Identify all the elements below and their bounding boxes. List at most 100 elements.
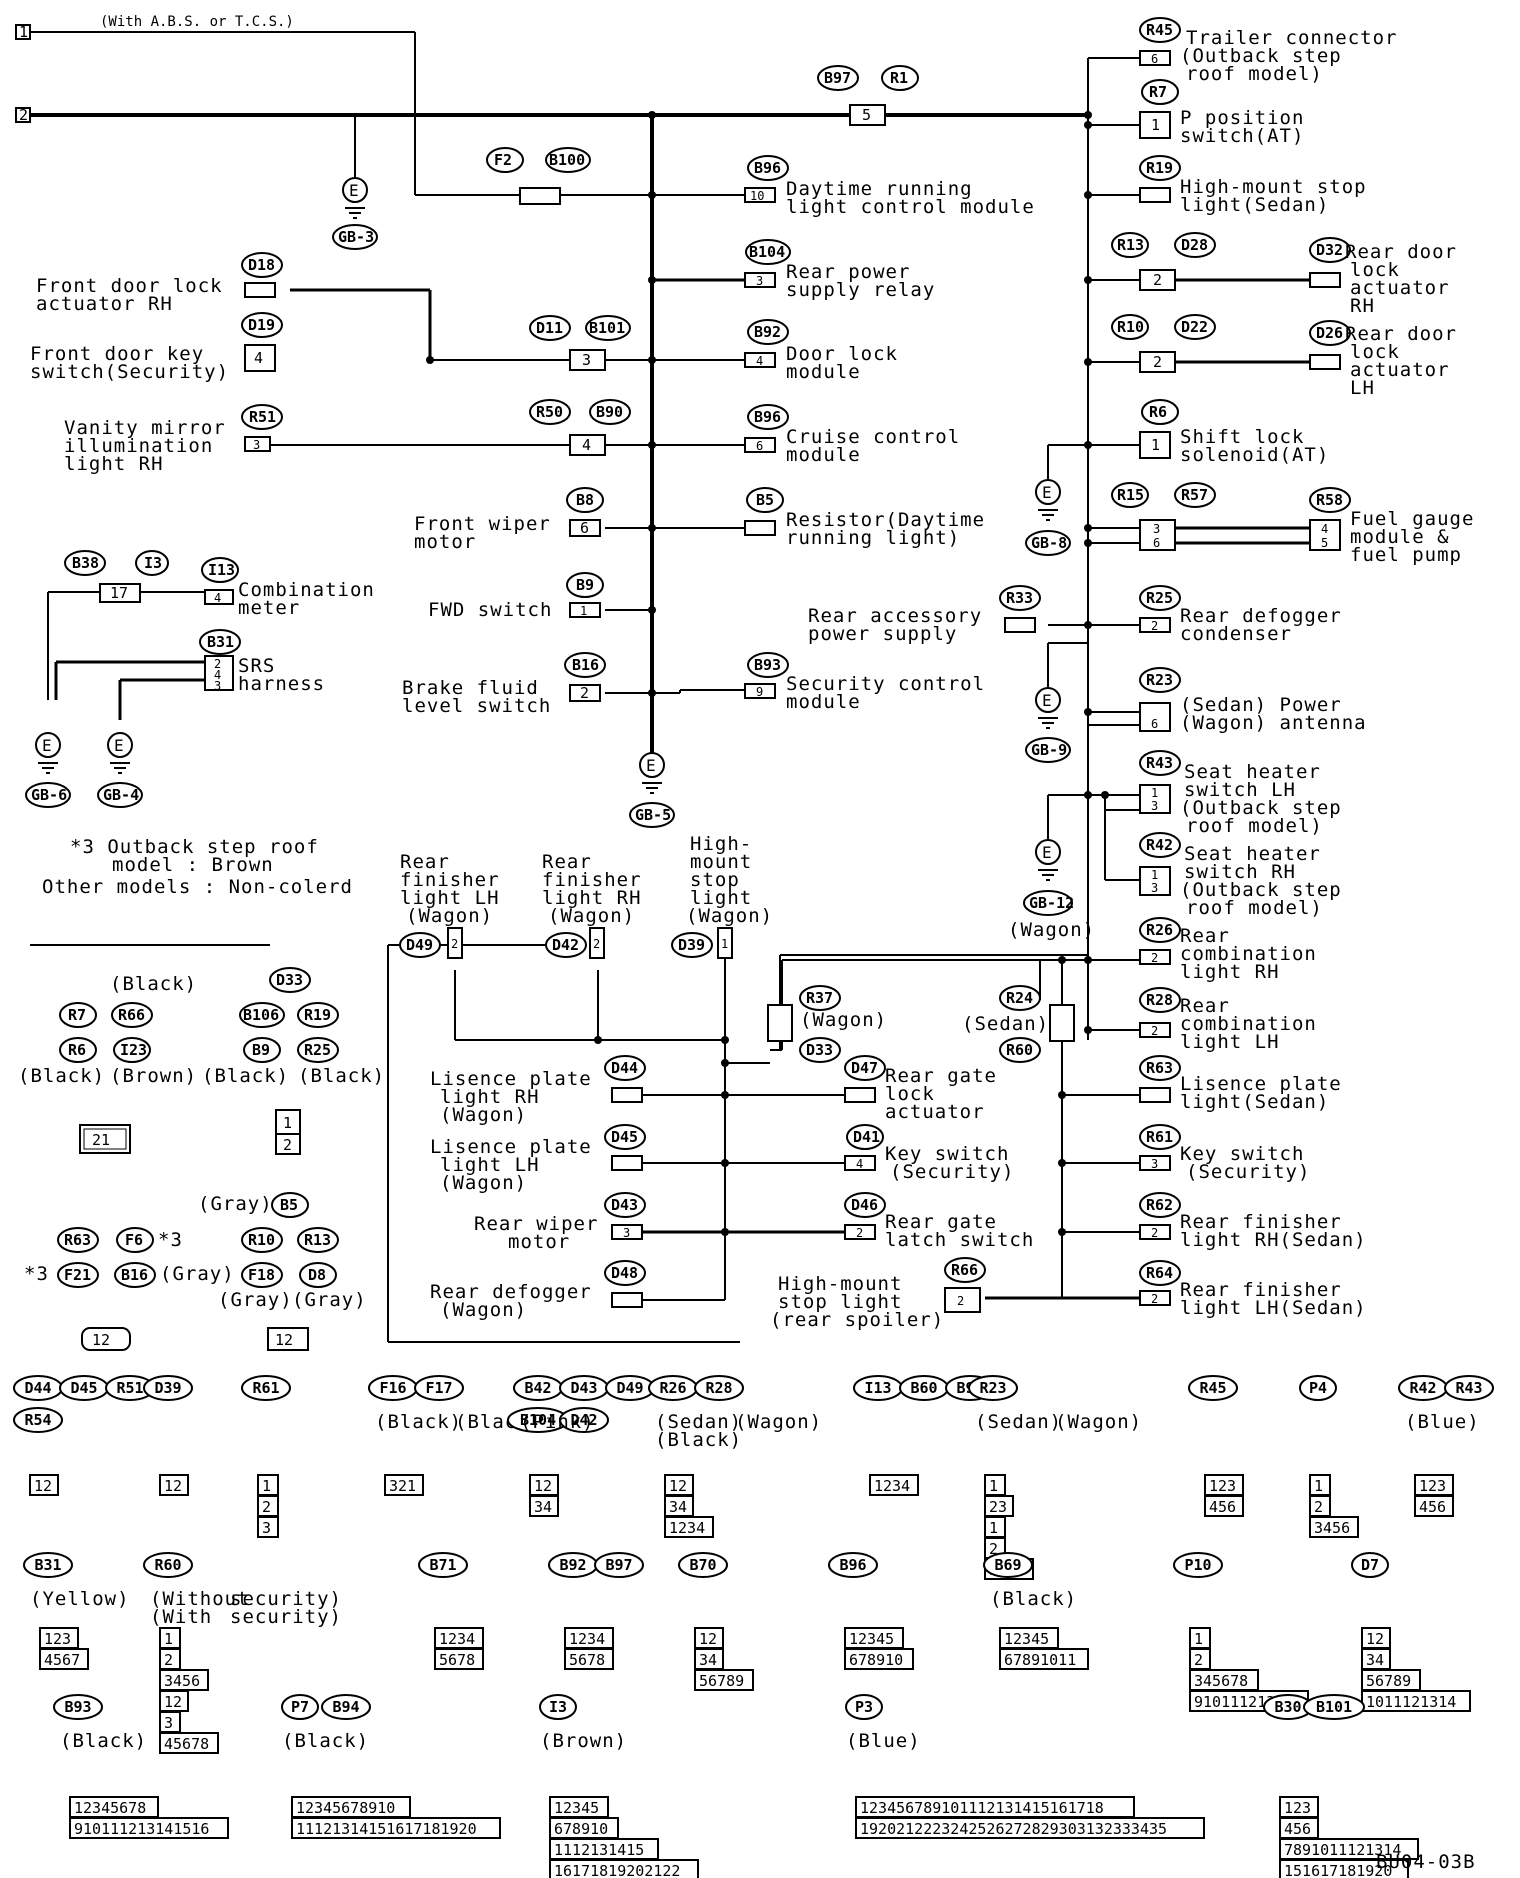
component-d42: D42 2 Rear finisher light RH (Wagon) (542, 851, 641, 959)
component-d26: D26 Rear door lock actuator LH (1309, 320, 1457, 399)
svg-text:B97: B97 (824, 69, 851, 87)
connector-pins: 2 (989, 1540, 998, 1558)
connector-tag: R42 (1410, 1379, 1437, 1397)
svg-text:Lisence plate: Lisence plate (430, 1136, 592, 1158)
svg-text:Rear door: Rear door (1345, 323, 1457, 345)
svg-text:*3: *3 (24, 1263, 49, 1285)
svg-text:R50: R50 (536, 403, 563, 421)
svg-text:6: 6 (1153, 536, 1160, 550)
divider (30, 944, 740, 1343)
svg-text:Rear: Rear (1180, 925, 1230, 947)
connector-tag: R51 (117, 1379, 144, 1397)
svg-text:light RH: light RH (440, 1086, 540, 1108)
svg-text:light RH: light RH (64, 453, 164, 475)
connector-group-2: (Gray) B5 R63 F6 *3 R10 R13 *3 F21 B16 (… (24, 1192, 366, 1351)
connector-pins: 16171819202122 (554, 1862, 680, 1878)
rail-2-label: 2 (19, 106, 28, 124)
connector-pins: 7891011121314 (1284, 1841, 1401, 1859)
svg-text:D8: D8 (308, 1266, 326, 1284)
connector-color: (With (150, 1606, 212, 1628)
connector-pins: 12 (534, 1477, 552, 1495)
svg-text:2: 2 (957, 1294, 964, 1308)
connector-b97-r1: B97 R1 5 (817, 65, 919, 126)
svg-text:6: 6 (1151, 717, 1158, 731)
connector-pins: 456 (1419, 1498, 1446, 1516)
svg-text:(Outback step: (Outback step (1180, 797, 1342, 819)
svg-text:Lisence plate: Lisence plate (1180, 1073, 1342, 1095)
connector-tag: F16 (380, 1379, 407, 1397)
svg-text:(Wagon): (Wagon) (440, 1299, 527, 1321)
connector-tag: F17 (426, 1379, 453, 1397)
component-r43: R43 1 3 Seat heater switch LH (Outback s… (1139, 750, 1342, 837)
svg-text:2: 2 (1151, 1024, 1158, 1038)
connector-pins: 678910 (849, 1651, 903, 1669)
svg-text:Rear accessory: Rear accessory (808, 605, 982, 627)
connector-tag: R23 (980, 1379, 1007, 1397)
svg-text:R13: R13 (304, 1231, 331, 1249)
svg-text:light LH: light LH (440, 1154, 540, 1176)
connector-color: security) (230, 1606, 342, 1628)
svg-text:GB-6: GB-6 (31, 786, 67, 804)
connector-tag: D42 (571, 1411, 598, 1429)
component-b31: B31 2 4 3 SRS harness (199, 629, 324, 695)
connector-pins: 12 (164, 1477, 182, 1495)
svg-text:21: 21 (92, 1131, 110, 1149)
svg-text:1: 1 (1151, 116, 1160, 134)
connector-tag: D44 (25, 1379, 52, 1397)
component-r26: R26 2 Rear combination light RH (1139, 917, 1317, 983)
svg-text:R61: R61 (1146, 1128, 1173, 1146)
svg-text:R10: R10 (1117, 318, 1144, 336)
svg-text:(Outback step: (Outback step (1180, 45, 1342, 67)
connector-color: (Blue) (1405, 1411, 1480, 1433)
component-d48: D48 Rear defogger (Wagon) (430, 1260, 646, 1321)
svg-text:1: 1 (283, 1114, 292, 1132)
component-d39: D39 1 High- mount stop light (Wagon) (671, 833, 772, 959)
svg-text:roof model): roof model) (1186, 815, 1323, 837)
svg-text:(Wagon) antenna: (Wagon) antenna (1180, 712, 1367, 734)
component-r61: R61 3 Key switch (Security) (1139, 1124, 1309, 1183)
connector-color: (Wagon) (735, 1411, 822, 1433)
component-b104: B104 3 Rear power supply relay (744, 239, 935, 301)
component-d41: D41 4 Key switch (Security) (844, 1124, 1013, 1183)
svg-text:(Gray): (Gray) (218, 1289, 293, 1311)
connector-pins: 1112131415 (554, 1841, 644, 1859)
svg-text:3: 3 (582, 351, 591, 369)
component-r25: R25 2 Rear defogger condenser (1139, 585, 1341, 645)
connector-tag: B97 (606, 1556, 633, 1574)
svg-text:Vanity mirror: Vanity mirror (64, 417, 226, 439)
component-i3: I3 (135, 550, 169, 576)
component-b9: B9 1 FWD switch (428, 572, 604, 621)
ground-gb9: GB-9 (1025, 687, 1071, 763)
svg-text:R60: R60 (1006, 1041, 1033, 1059)
svg-text:B101: B101 (589, 319, 625, 337)
connector-tag: D45 (71, 1379, 98, 1397)
svg-text:level switch: level switch (402, 695, 551, 717)
svg-text:(Sedan) Power: (Sedan) Power (1180, 694, 1342, 716)
svg-text:combination: combination (1180, 943, 1317, 965)
connector-color: (Blue) (846, 1730, 921, 1752)
svg-text:D47: D47 (851, 1059, 878, 1077)
svg-text:light(Sedan): light(Sedan) (1180, 194, 1329, 216)
component-d47: D47 Rear gate lock actuator (844, 1055, 996, 1123)
component-b38: B38 17 (64, 550, 141, 603)
connector-pins: 34 (699, 1651, 717, 1669)
connector-f2-b100: F2 B100 (486, 147, 591, 205)
connector-d11-b101: 3 D11 B101 (529, 315, 631, 371)
connector-pins: 4567 (44, 1651, 80, 1669)
svg-text:stop light: stop light (778, 1291, 902, 1313)
svg-text:roof model): roof model) (1186, 897, 1323, 919)
svg-text:4: 4 (214, 668, 221, 682)
svg-text:supply relay: supply relay (786, 279, 935, 301)
svg-text:4: 4 (254, 349, 263, 367)
connector-pins: 5678 (439, 1651, 475, 1669)
connector-color: (Sedan) (975, 1411, 1062, 1433)
connector-pins: 2 (1314, 1498, 1323, 1516)
svg-text:12: 12 (275, 1331, 293, 1349)
component-b96a: B96 10 Daytime running light control mod… (744, 155, 1034, 218)
svg-text:module &: module & (1350, 526, 1450, 548)
svg-text:Combination: Combination (238, 579, 375, 601)
svg-text:B96: B96 (754, 408, 781, 426)
connector-pins: 12 (164, 1693, 182, 1711)
